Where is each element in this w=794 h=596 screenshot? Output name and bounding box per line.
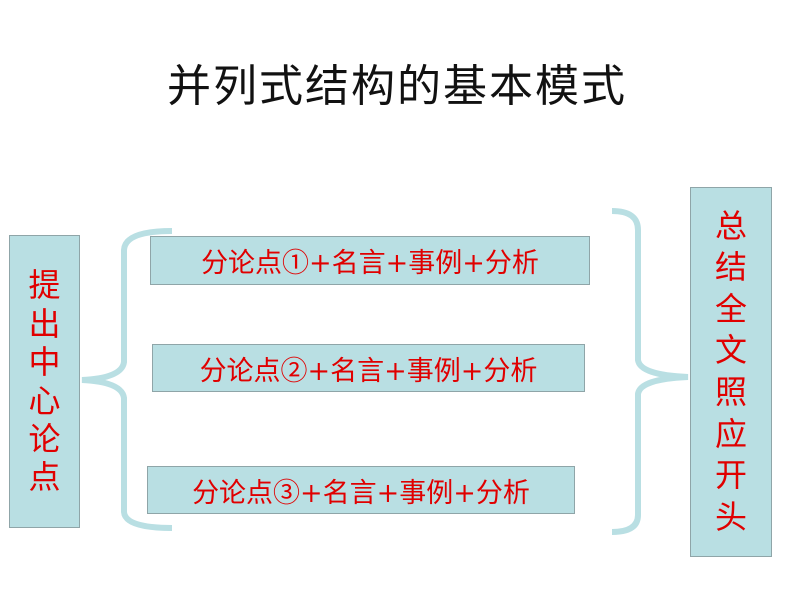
char: 应 [714, 414, 747, 453]
sub-point-3: 分论点③+名言+事例+分析 [147, 466, 575, 514]
char: 中 [28, 343, 61, 382]
central-thesis-box: 提 出 中 心 论 点 [9, 235, 80, 528]
char: 总 [714, 206, 747, 245]
left-brace [81, 228, 173, 531]
sub-point-label: 分论点③+名言+事例+分析 [192, 477, 530, 509]
char: 文 [714, 331, 747, 370]
sub-point-2: 分论点②+名言+事例+分析 [152, 344, 585, 392]
char: 提 [28, 266, 61, 305]
sub-point-label: 分论点②+名言+事例+分析 [199, 355, 538, 387]
char: 心 [28, 381, 61, 420]
char: 照 [714, 373, 747, 411]
char: 出 [28, 304, 61, 343]
char: 结 [714, 248, 747, 287]
char: 开 [714, 456, 747, 495]
sub-point-1: 分论点①+名言+事例+分析 [150, 236, 590, 285]
sub-point-label: 分论点①+名言+事例+分析 [201, 248, 539, 279]
page-title: 并列式结构的基本模式 [167, 61, 627, 112]
char: 点 [28, 458, 61, 497]
char: 论 [28, 419, 61, 458]
conclusion-box: 总 结 全 文 照 应 开 头 [690, 187, 772, 557]
right-brace [611, 208, 689, 535]
char: 头 [714, 497, 747, 536]
char: 全 [714, 289, 747, 328]
